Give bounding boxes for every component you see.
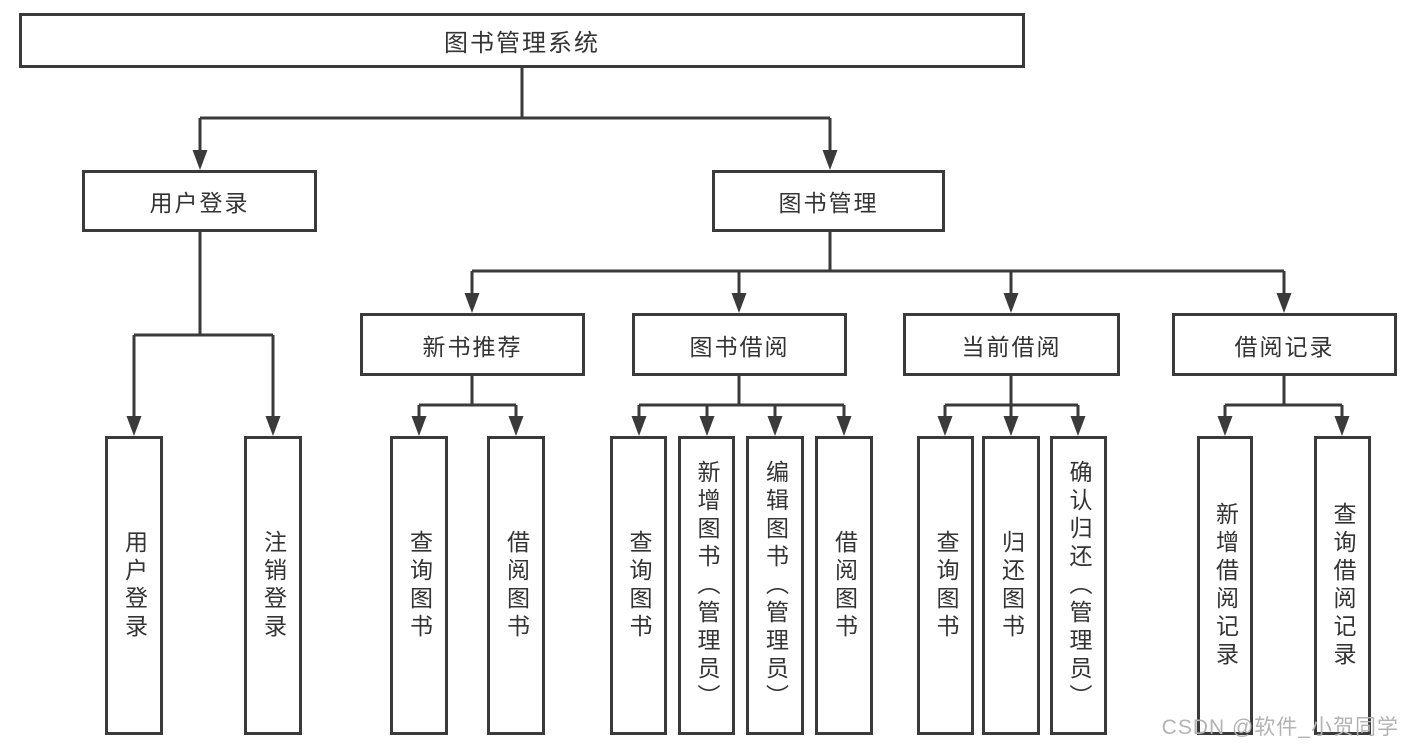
node-borrow-records: 借阅记录 [1172, 313, 1397, 376]
leaf-query-book-2-label: 查询图书 [626, 529, 652, 642]
leaf-add-borrow-record-label: 新增借阅记录 [1212, 501, 1239, 670]
leaf-query-book-2: 查询图书 [610, 436, 667, 735]
leaf-user-login: 用户登录 [105, 436, 163, 735]
leaf-add-book-admin-label: 新增图书（管理员） [694, 459, 720, 712]
leaf-borrow-book-1-label: 借阅图书 [503, 529, 530, 642]
leaf-borrow-book-2: 借阅图书 [815, 436, 873, 735]
node-root: 图书管理系统 [19, 13, 1025, 68]
leaf-return-book-label: 归还图书 [998, 529, 1025, 642]
leaf-add-borrow-record: 新增借阅记录 [1197, 436, 1253, 735]
node-current-borrow-label: 当前借阅 [961, 333, 1062, 360]
node-book-management-label: 图书管理 [778, 190, 879, 216]
node-new-book-recommend: 新书推荐 [360, 313, 585, 376]
leaf-query-book-3: 查询图书 [917, 436, 974, 735]
leaf-query-book-1-label: 查询图书 [406, 529, 433, 642]
node-book-borrow: 图书借阅 [632, 313, 847, 376]
leaf-return-book: 归还图书 [982, 436, 1040, 735]
csdn-watermark: CSDN @软件_小贺同学 [1161, 716, 1399, 739]
leaf-logout-label: 注销登录 [260, 529, 287, 642]
node-book-management: 图书管理 [712, 170, 945, 232]
leaf-add-book-admin: 新增图书（管理员） [678, 436, 735, 735]
leaf-edit-book-admin: 编辑图书（管理员） [746, 436, 804, 735]
node-root-label: 图书管理系统 [444, 30, 600, 57]
arrowheads [126, 150, 1350, 436]
leaf-query-book-3-label: 查询图书 [933, 529, 959, 642]
node-user-login: 用户登录 [82, 170, 317, 232]
node-borrow-records-label: 借阅记录 [1234, 333, 1335, 360]
node-user-login-label: 用户登录 [149, 190, 250, 216]
leaf-edit-book-admin-label: 编辑图书（管理员） [762, 459, 789, 712]
leaf-confirm-return-admin-label: 确认归还（管理员） [1066, 459, 1092, 712]
leaf-query-borrow-record-label: 查询借阅记录 [1330, 501, 1356, 670]
leaf-query-borrow-record: 查询借阅记录 [1314, 436, 1371, 735]
node-current-borrow: 当前借阅 [903, 313, 1120, 376]
leaf-logout: 注销登录 [244, 436, 302, 735]
leaf-borrow-book-2-label: 借阅图书 [831, 529, 858, 642]
leaf-borrow-book-1: 借阅图书 [487, 436, 545, 735]
node-book-borrow-label: 图书借阅 [689, 333, 790, 360]
node-new-book-recommend-label: 新书推荐 [422, 333, 523, 360]
leaf-user-login-label: 用户登录 [121, 529, 148, 642]
leaf-query-book-1: 查询图书 [390, 436, 448, 735]
leaf-confirm-return-admin: 确认归还（管理员） [1050, 436, 1107, 735]
